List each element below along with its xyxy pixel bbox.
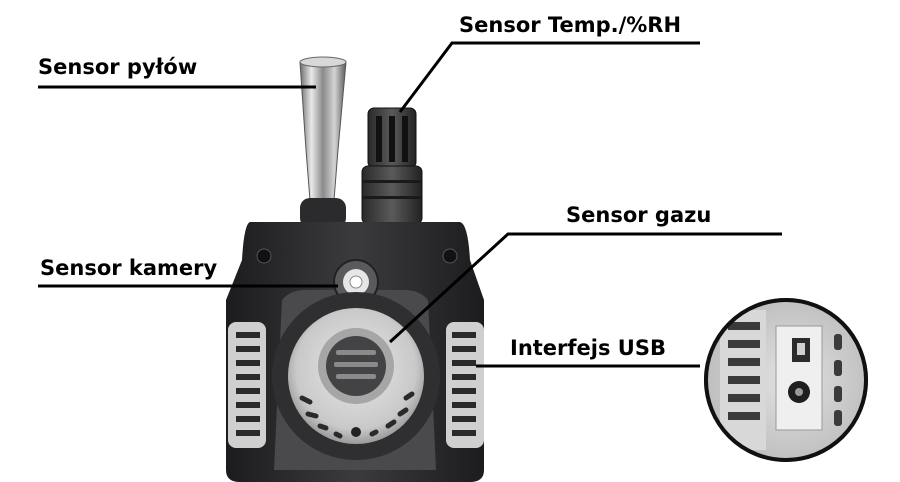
camera-sensor-label: Sensor kamery: [40, 256, 218, 280]
gas-sensor-dial: [272, 292, 440, 460]
dust-sensor-label: Sensor pyłów: [38, 55, 198, 79]
temp-rh-sensor-probe: [361, 107, 423, 225]
temp-rh-sensor-label: Sensor Temp./%RH: [459, 13, 682, 37]
usb-port-inset: [704, 298, 868, 462]
gas-sensor-leader-line: [388, 232, 782, 344]
temp-rh-sensor-leader-line: [398, 41, 700, 113]
gas-sensor-label: Sensor gazu: [566, 203, 712, 227]
leader-lines: [38, 41, 782, 368]
dust-sensor-tube: [299, 56, 347, 228]
usb-interface-label: Interfejs USB: [510, 336, 666, 360]
